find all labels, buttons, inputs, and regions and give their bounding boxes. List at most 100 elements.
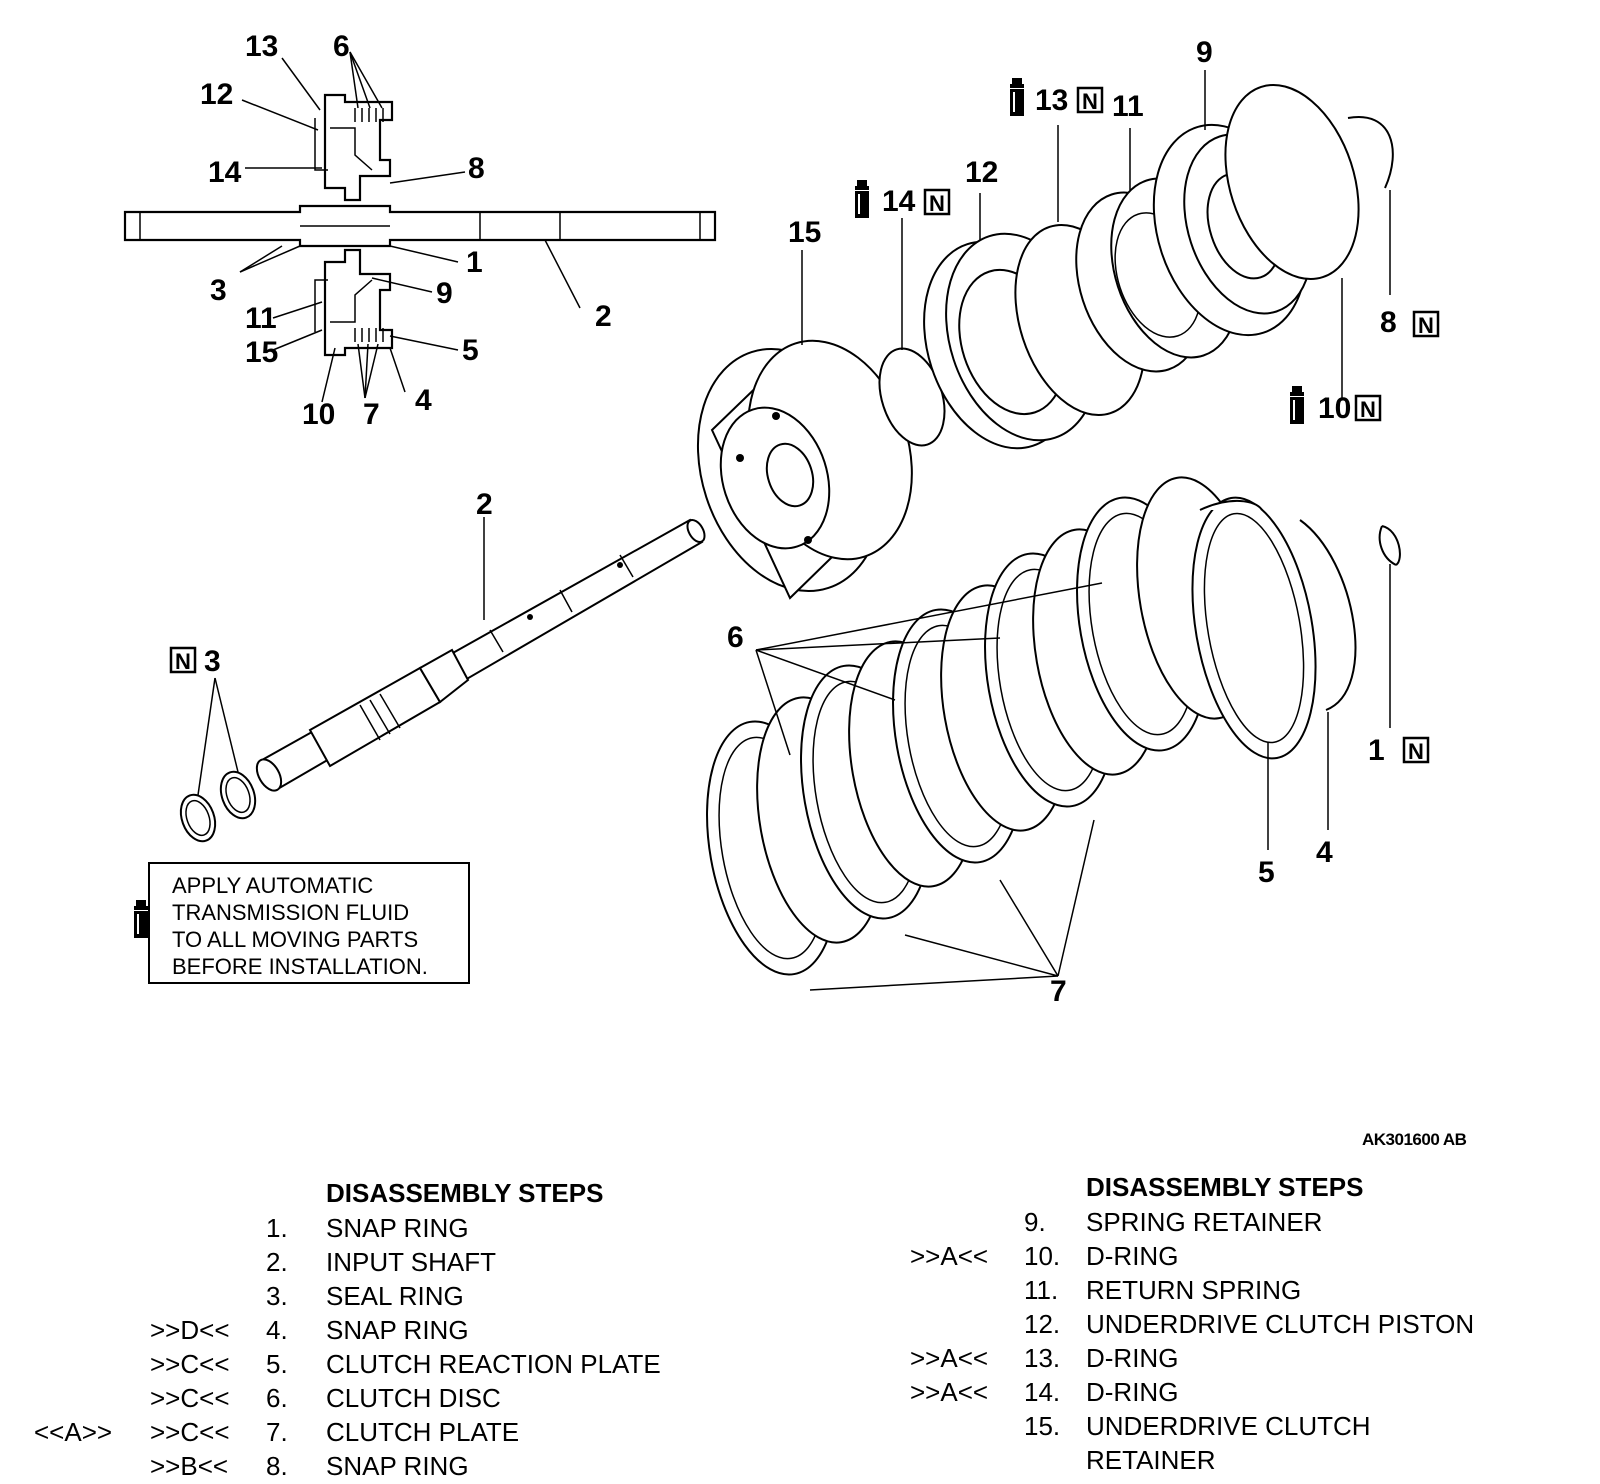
- big-callout-2: 2: [476, 488, 493, 521]
- assembly-mark: <<A>>: [34, 1417, 113, 1447]
- small-callout-12: 12: [200, 78, 233, 111]
- disassembly-mark: >>B<<: [150, 1451, 229, 1481]
- big-callout-10: 10: [1318, 392, 1351, 425]
- step-row: <<A>> >>C<< 7. CLUTCH PLATE: [0, 1416, 800, 1448]
- new-part-mark-14: N: [929, 191, 945, 216]
- step-label: SNAP RING: [326, 1213, 469, 1243]
- seal-ring-a: [179, 793, 217, 843]
- step-row: 2. INPUT SHAFT: [0, 1246, 800, 1278]
- big-callout-14: 14: [882, 185, 916, 218]
- step-label: UNDERDRIVE CLUTCH PISTON: [1086, 1309, 1475, 1339]
- big-callout-7: 7: [1050, 975, 1067, 1008]
- step-number: 4.: [266, 1315, 288, 1345]
- small-callout-7: 7: [363, 398, 380, 431]
- fluid-note-text: APPLY AUTOMATIC TRANSMISSION FLUID TO AL…: [172, 873, 428, 979]
- small-callout-2: 2: [595, 300, 612, 333]
- step-number: 15.: [1024, 1411, 1061, 1441]
- big-callout-4: 4: [1316, 836, 1333, 869]
- small-callout-6: 6: [333, 30, 350, 63]
- step-row: >>A<< 14. D-RING: [0, 1376, 1600, 1408]
- step-row: 1. SNAP RING: [0, 1212, 800, 1244]
- step-label: SNAP RING: [326, 1315, 469, 1345]
- figure-code: AK301600 AB: [1362, 1130, 1467, 1149]
- step-number: 9.: [1024, 1207, 1046, 1237]
- big-callout-11: 11: [1112, 90, 1144, 123]
- step-row: 11. RETURN SPRING: [0, 1274, 1600, 1306]
- step-number: 14.: [1024, 1377, 1061, 1407]
- big-callout-1: 1: [1368, 734, 1385, 767]
- step-label: CLUTCH REACTION PLATE: [326, 1349, 661, 1379]
- fluid-can-icon: [134, 900, 148, 938]
- step-label: CLUTCH DISC: [326, 1383, 501, 1413]
- step-number: 7.: [266, 1417, 288, 1447]
- big-callout-3: 3: [204, 645, 221, 678]
- step-row: >>A<< 10. D-RING: [0, 1240, 1600, 1272]
- disassembly-mark: >>A<<: [910, 1377, 989, 1407]
- seal-ring-b: [219, 770, 257, 820]
- small-callout-3: 3: [210, 274, 227, 307]
- disassembly-mark: >>C<<: [150, 1417, 230, 1447]
- step-label: D-RING: [1086, 1343, 1179, 1373]
- big-callout-15: 15: [788, 216, 821, 249]
- disassembly-mark: >>C<<: [150, 1383, 230, 1413]
- big-callout-12: 12: [965, 156, 998, 189]
- sectional-view: [123, 51, 717, 403]
- big-callout-13: 13: [1035, 84, 1068, 117]
- small-callout-14: 14: [208, 156, 242, 189]
- step-row: RETAINER: [0, 1444, 1600, 1476]
- snap-ring-8: [1347, 115, 1394, 189]
- new-part-mark-3: N: [175, 649, 191, 674]
- step-number: 13.: [1024, 1343, 1061, 1373]
- step-label: SPRING RETAINER: [1086, 1207, 1323, 1237]
- step-row: >>C<< 6. CLUTCH DISC: [0, 1382, 800, 1414]
- step-label: RETURN SPRING: [1086, 1275, 1302, 1305]
- steps-right-heading: DISASSEMBLY STEPS: [1086, 1172, 1364, 1202]
- step-row: 9. SPRING RETAINER: [0, 1206, 1600, 1238]
- step-label: SEAL RING: [326, 1281, 464, 1311]
- step-number: 12.: [1024, 1309, 1061, 1339]
- new-part-mark-1: N: [1408, 739, 1424, 764]
- d-ring-10: [1224, 83, 1360, 281]
- small-callout-10: 10: [302, 398, 335, 431]
- step-row: >>D<< 4. SNAP RING: [0, 1314, 800, 1346]
- step-number: 5.: [266, 1349, 288, 1379]
- small-callout-5: 5: [462, 334, 479, 367]
- step-row: >>B<< 8. SNAP RING: [0, 1450, 800, 1482]
- step-row: >>A<< 13. D-RING: [0, 1342, 1600, 1374]
- step-label: D-RING: [1086, 1377, 1179, 1407]
- big-callout-8: 8: [1380, 306, 1397, 339]
- small-callout-15: 15: [245, 336, 278, 369]
- step-row: >>C<< 5. CLUTCH REACTION PLATE: [0, 1348, 800, 1380]
- step-label: D-RING: [1086, 1241, 1179, 1271]
- small-callout-9: 9: [436, 277, 453, 310]
- input-shaft: [255, 518, 706, 792]
- clutch-pack: [706, 476, 1401, 976]
- small-callout-1: 1: [466, 246, 483, 279]
- step-number: 10.: [1024, 1241, 1061, 1271]
- step-number: 11.: [1024, 1275, 1059, 1305]
- big-callout-5: 5: [1258, 856, 1275, 889]
- step-label: SNAP RING: [326, 1451, 469, 1481]
- small-callout-11: 11: [245, 302, 277, 335]
- disassembly-mark: >>D<<: [150, 1315, 230, 1345]
- step-label: CLUTCH PLATE: [326, 1417, 520, 1447]
- disassembly-mark: >>A<<: [910, 1343, 989, 1373]
- step-number: 3.: [266, 1281, 288, 1311]
- step-row: 12. UNDERDRIVE CLUTCH PISTON: [0, 1308, 1600, 1340]
- step-label: INPUT SHAFT: [326, 1247, 496, 1277]
- step-row: 3. SEAL RING: [0, 1280, 800, 1312]
- step-number: 6.: [266, 1383, 288, 1413]
- steps-left-heading: DISASSEMBLY STEPS: [326, 1178, 604, 1208]
- step-number: 2.: [266, 1247, 288, 1277]
- disassembly-mark: >>A<<: [910, 1241, 989, 1271]
- underdrive-clutch-retainer: [696, 339, 913, 600]
- step-label: UNDERDRIVE CLUTCH: [1086, 1411, 1371, 1441]
- disassembly-mark: >>C<<: [150, 1349, 230, 1379]
- step-label: RETAINER: [1086, 1445, 1216, 1475]
- small-callout-13: 13: [245, 30, 278, 63]
- small-callout-4: 4: [415, 384, 432, 417]
- new-part-mark-13: N: [1082, 89, 1098, 114]
- small-callout-8: 8: [468, 152, 485, 185]
- new-part-mark-8: N: [1418, 313, 1434, 338]
